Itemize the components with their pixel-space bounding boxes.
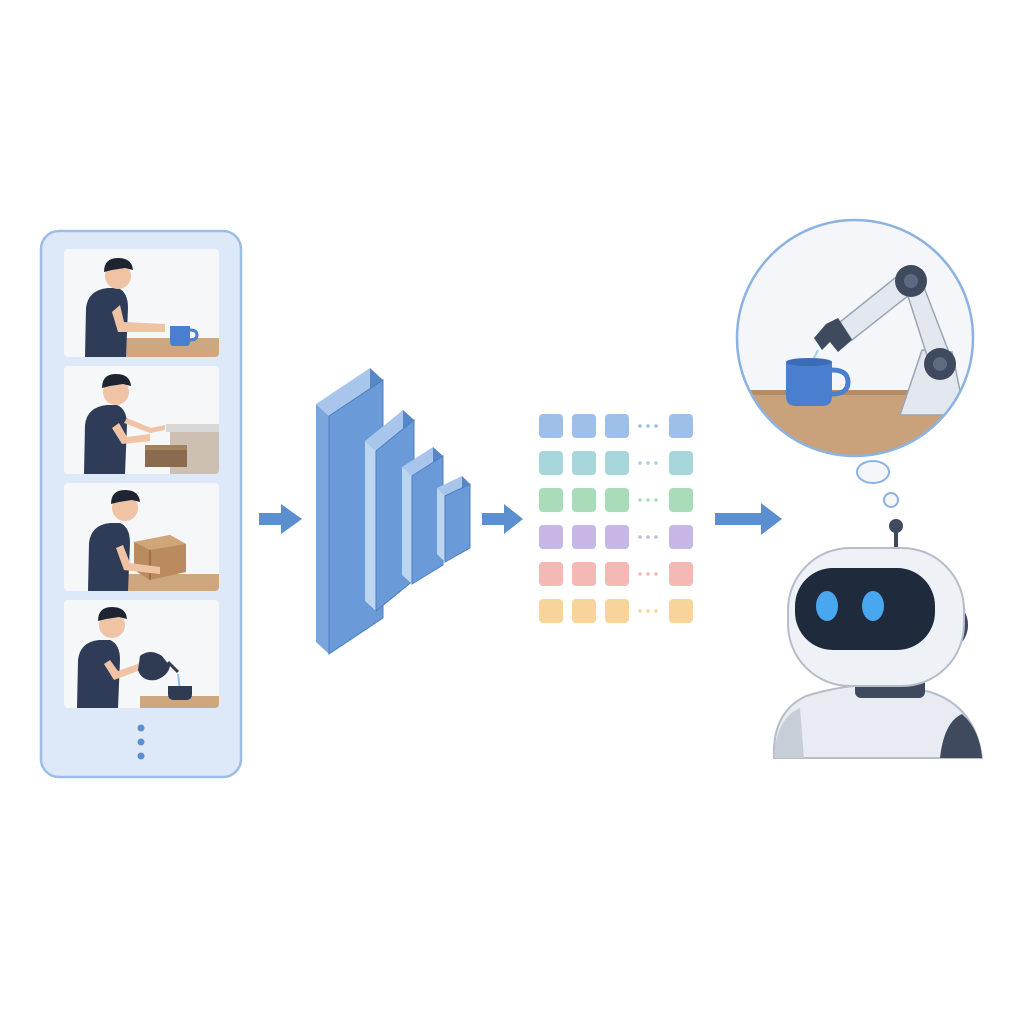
thought-dot-small bbox=[883, 492, 899, 508]
robot-gripper bbox=[814, 318, 852, 352]
robot-shoulder-right bbox=[940, 714, 982, 758]
encoder-layer-3 bbox=[402, 447, 444, 585]
token-cell bbox=[539, 525, 563, 549]
token-ellipsis-dot bbox=[638, 461, 642, 465]
robot bbox=[772, 519, 984, 759]
token-ellipsis-dot bbox=[638, 535, 642, 539]
token-cell bbox=[669, 599, 693, 623]
video-encoder bbox=[316, 368, 471, 655]
token-ellipsis-dot bbox=[654, 461, 658, 465]
person-hair bbox=[102, 374, 131, 388]
token-ellipsis-dot bbox=[654, 535, 658, 539]
arrow-tokens-to-robot bbox=[715, 503, 782, 535]
token-cell bbox=[669, 414, 693, 438]
token-ellipsis-dot bbox=[638, 498, 642, 502]
token-cell bbox=[605, 488, 629, 512]
robot-eye-right bbox=[862, 591, 884, 621]
token-ellipsis-dot bbox=[646, 461, 650, 465]
token-cell bbox=[539, 488, 563, 512]
person-hair bbox=[98, 607, 127, 621]
token-cell bbox=[605, 599, 629, 623]
token-cell bbox=[572, 488, 596, 512]
kettle-icon bbox=[138, 652, 170, 681]
person-arm bbox=[104, 660, 146, 680]
person-arm bbox=[112, 305, 165, 332]
token-cell bbox=[572, 451, 596, 475]
token-cell bbox=[539, 562, 563, 586]
token-ellipsis-dot bbox=[654, 424, 658, 428]
token-ellipsis-dot bbox=[646, 498, 650, 502]
person-torso bbox=[84, 405, 127, 474]
token-cell bbox=[605, 451, 629, 475]
token-ellipsis-dot bbox=[646, 609, 650, 613]
video-frame-lift-box bbox=[64, 483, 219, 591]
token-cell bbox=[669, 562, 693, 586]
arrow-encoder-to-tokens bbox=[482, 504, 523, 534]
table bbox=[126, 574, 219, 591]
token-ellipsis-dot bbox=[638, 424, 642, 428]
token-cell bbox=[669, 451, 693, 475]
person-torso bbox=[88, 523, 130, 591]
token-ellipsis-dot bbox=[654, 609, 658, 613]
thought-bubble-border bbox=[735, 218, 975, 458]
video-frames-panel bbox=[39, 229, 243, 779]
table bbox=[140, 696, 219, 708]
person-torso bbox=[77, 640, 120, 708]
token-embedding-grid bbox=[539, 414, 693, 623]
mug-icon bbox=[170, 326, 190, 346]
token-cell bbox=[572, 599, 596, 623]
token-cell bbox=[605, 562, 629, 586]
token-cell bbox=[605, 414, 629, 438]
person-arm bbox=[112, 423, 150, 444]
table bbox=[126, 338, 219, 357]
token-cell bbox=[669, 525, 693, 549]
robot-shoulder-left bbox=[774, 708, 804, 758]
token-ellipsis-dot bbox=[638, 572, 642, 576]
mug-icon bbox=[786, 362, 832, 406]
token-ellipsis-dot bbox=[646, 535, 650, 539]
token-ellipsis-dot bbox=[646, 424, 650, 428]
robot-eye-left bbox=[816, 591, 838, 621]
token-cell bbox=[572, 525, 596, 549]
token-cell bbox=[539, 599, 563, 623]
person-hair bbox=[111, 490, 140, 504]
token-cell bbox=[539, 414, 563, 438]
video-frame-open-drawer bbox=[64, 366, 219, 474]
video-frame-pour-water bbox=[64, 600, 219, 708]
token-cell bbox=[572, 414, 596, 438]
encoder-layer-4 bbox=[437, 476, 471, 563]
drawer bbox=[145, 445, 187, 467]
video-frame-reach-mug bbox=[64, 249, 219, 357]
token-ellipsis-dot bbox=[654, 572, 658, 576]
more-frames-ellipsis bbox=[137, 724, 145, 760]
token-cell bbox=[539, 451, 563, 475]
token-cell bbox=[572, 562, 596, 586]
person-torso bbox=[85, 288, 128, 357]
token-cell bbox=[605, 525, 629, 549]
token-cell bbox=[669, 488, 693, 512]
cup-icon bbox=[168, 686, 192, 700]
token-ellipsis-dot bbox=[646, 572, 650, 576]
person-arm bbox=[116, 545, 160, 574]
robot-antenna-tip bbox=[889, 519, 903, 533]
token-ellipsis-dot bbox=[638, 609, 642, 613]
person-hair bbox=[104, 258, 133, 272]
thought-dot-large bbox=[856, 460, 890, 484]
arrow-frames-to-encoder bbox=[259, 504, 302, 534]
robot-thought-bubble bbox=[735, 218, 975, 508]
token-ellipsis-dot bbox=[654, 498, 658, 502]
